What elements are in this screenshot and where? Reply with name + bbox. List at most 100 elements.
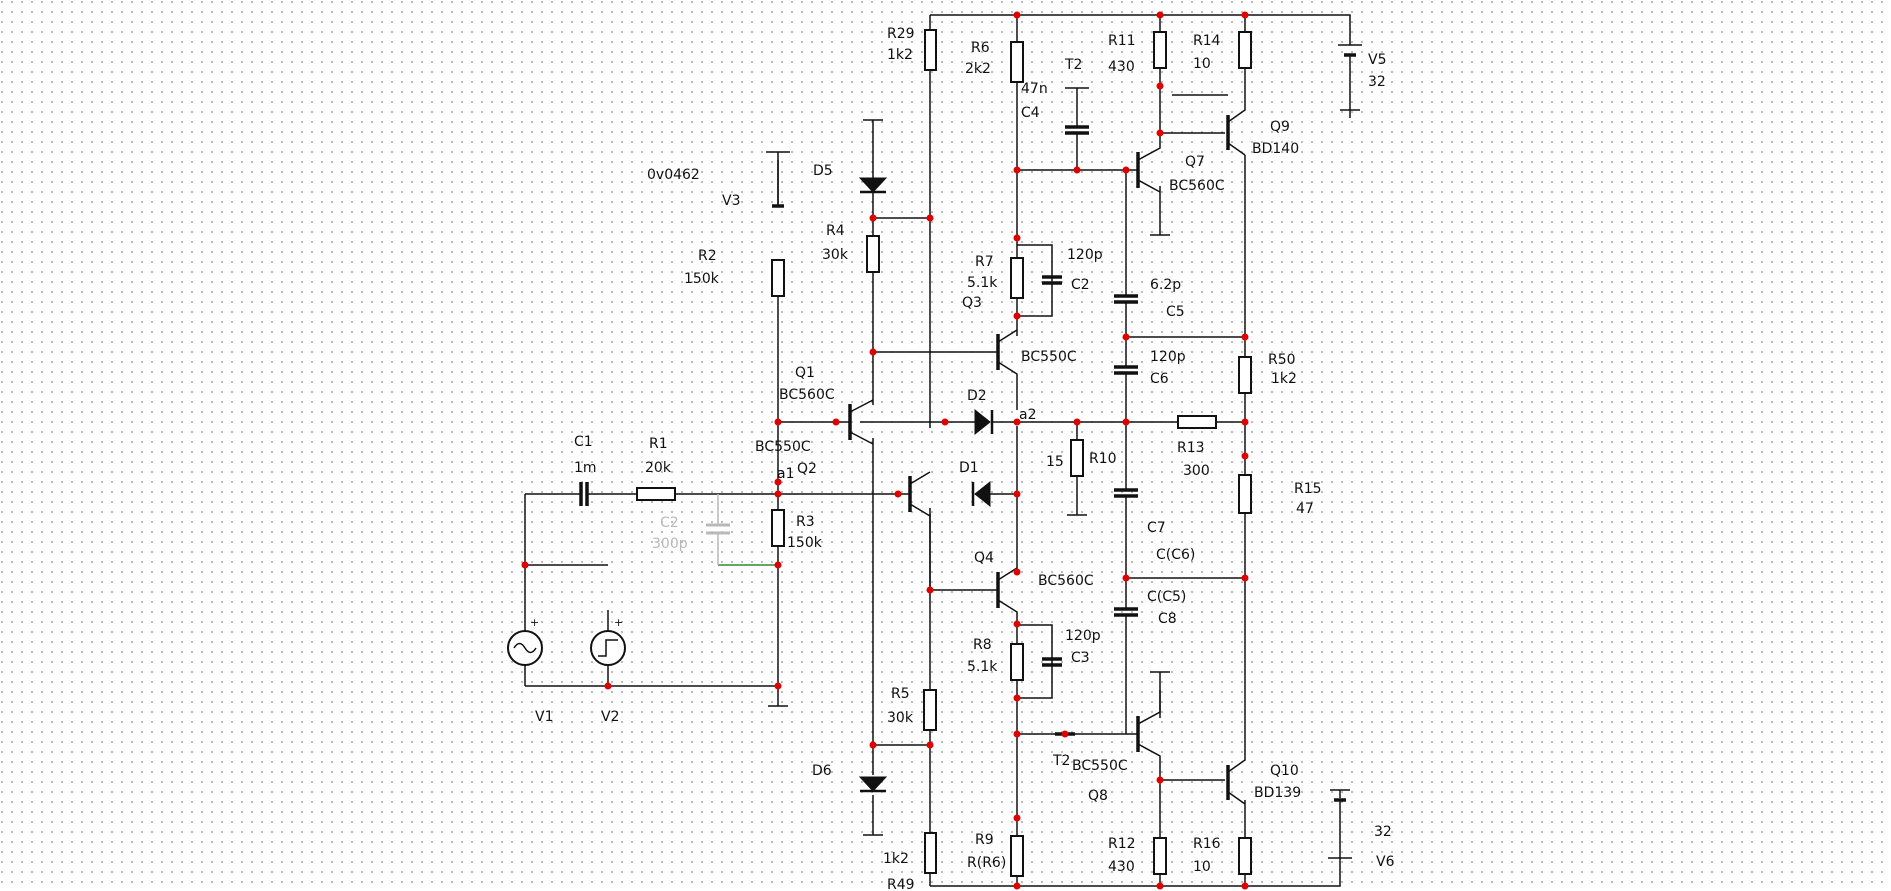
label-c3: C3 [1071, 650, 1090, 666]
transistor-q8[interactable] [1136, 690, 1161, 780]
label-q2: Q2 [797, 461, 817, 477]
label-q4: Q4 [974, 550, 994, 566]
label-v5-value: 32 [1368, 74, 1386, 90]
voltage-probe-readout: 0v0462 [647, 167, 700, 183]
diode-d2[interactable] [974, 408, 994, 436]
label-r12-value: 430 [1108, 859, 1135, 875]
transistor-q4[interactable] [996, 567, 1018, 624]
transistor-q2[interactable] [908, 471, 931, 517]
label-t2-top: T2 [1064, 57, 1082, 73]
label-c6-value: 120p [1150, 349, 1186, 365]
label-q1: Q1 [795, 365, 815, 381]
resistor-r29[interactable] [924, 29, 937, 71]
label-c1: C1 [574, 434, 593, 450]
capacitor-c6[interactable] [1114, 365, 1138, 375]
label-q2-type: BC550C [755, 439, 811, 455]
label-r11-value: 430 [1108, 59, 1135, 75]
capacitor-c8[interactable] [1114, 607, 1138, 617]
resistor-r50[interactable] [1238, 356, 1252, 394]
resistor-r3[interactable] [771, 509, 785, 547]
capacitor-c2[interactable] [1042, 275, 1062, 285]
diode-d1[interactable] [971, 480, 991, 508]
diode-d6[interactable] [858, 776, 888, 793]
label-r6: R6 [971, 40, 990, 56]
label-d2: D2 [967, 388, 987, 404]
capacitor-c5[interactable] [1114, 294, 1138, 304]
label-r3-value: 150k [787, 535, 823, 551]
step-source-v2[interactable]: + [590, 616, 626, 666]
wires [524, 14, 1351, 887]
label-c4: C4 [1021, 105, 1040, 121]
resistor-r9[interactable] [1010, 835, 1024, 877]
capacitor-ghost[interactable] [706, 494, 730, 565]
label-ghost-c-value: 300p [652, 536, 688, 552]
label-q7-type: BC560C [1169, 178, 1225, 194]
resistor-r11[interactable] [1153, 31, 1167, 69]
supplies [766, 44, 1362, 859]
label-c8-value: C(C5) [1147, 589, 1186, 605]
transistor-q3[interactable] [996, 329, 1018, 384]
transistor-q7[interactable] [1136, 133, 1161, 193]
resistor-r15[interactable] [1238, 474, 1252, 514]
capacitor-c1[interactable] [579, 482, 589, 506]
resistor-r10[interactable] [1070, 439, 1084, 477]
resistor-r6[interactable] [1010, 41, 1024, 83]
label-r12: R12 [1108, 836, 1136, 852]
label-r16-value: 10 [1193, 859, 1211, 875]
label-r9: R9 [975, 832, 994, 848]
label-d5: D5 [813, 163, 833, 179]
label-c8: C8 [1158, 611, 1177, 627]
resistor-r4[interactable] [866, 235, 880, 273]
label-r29-value: 1k2 [887, 47, 913, 63]
label-q9: Q9 [1270, 119, 1290, 135]
node-dots [521, 11, 1249, 890]
label-r7-value: 5.1k [967, 275, 998, 291]
node-label-a1: a1 [777, 466, 795, 482]
resistor-r49[interactable] [924, 832, 937, 874]
label-r9-value: R(R6) [967, 855, 1006, 871]
label-q9-type: BD140 [1252, 141, 1299, 157]
label-r14-value: 10 [1193, 56, 1211, 72]
label-q3: Q3 [962, 295, 982, 311]
diodes [858, 160, 994, 793]
label-c4-value: 47n [1021, 81, 1048, 97]
resistor-r8[interactable] [1010, 643, 1024, 681]
battery-v3[interactable] [766, 151, 790, 208]
diode-d5[interactable] [858, 160, 888, 194]
label-c3-value: 120p [1065, 628, 1101, 644]
label-t2-bottom: T2 [1052, 753, 1070, 769]
label-r50: R50 [1268, 352, 1296, 368]
resistor-r5[interactable] [923, 689, 937, 731]
battery-v5[interactable] [1338, 44, 1362, 111]
label-r3: R3 [796, 514, 815, 530]
label-v6: V6 [1376, 854, 1395, 870]
transistor-q1[interactable] [848, 399, 874, 445]
transistor-q9[interactable] [1226, 95, 1246, 156]
battery-v6[interactable] [1328, 789, 1352, 859]
resistor-r2[interactable] [771, 259, 785, 297]
sine-source-v1[interactable]: + [507, 616, 543, 666]
label-q10-type: BD139 [1254, 785, 1301, 801]
label-q10: Q10 [1270, 763, 1299, 779]
label-q4-type: BC560C [1038, 573, 1094, 589]
transistors [848, 95, 1246, 805]
label-ghost-c: C2 [660, 515, 679, 531]
transistor-q10[interactable] [1226, 730, 1246, 805]
capacitor-c4[interactable] [1065, 87, 1089, 135]
label-r5-value: 30k [887, 710, 914, 726]
resistor-r14[interactable] [1238, 31, 1252, 69]
label-d6: D6 [812, 763, 832, 779]
node-label-a2: a2 [1019, 407, 1037, 423]
label-r8-value: 5.1k [967, 659, 998, 675]
resistor-r13[interactable] [1177, 415, 1217, 429]
resistor-r12[interactable] [1153, 837, 1167, 875]
resistor-r1[interactable] [636, 487, 676, 501]
resistor-r16[interactable] [1238, 837, 1252, 875]
capacitor-c7[interactable] [1114, 488, 1138, 498]
label-r5: R5 [891, 686, 910, 702]
label-d1: D1 [959, 460, 979, 476]
capacitor-c3[interactable] [1042, 657, 1062, 667]
resistor-r7[interactable] [1010, 257, 1024, 299]
label-c2: C2 [1071, 277, 1090, 293]
